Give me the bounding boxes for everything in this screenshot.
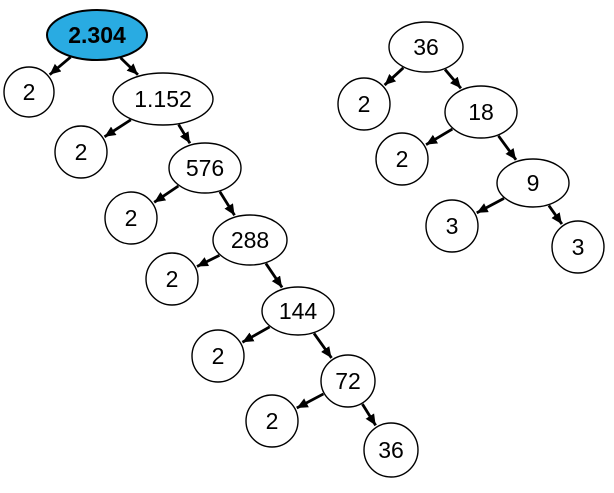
node-ellipse	[145, 252, 199, 306]
node-label: 2	[75, 139, 88, 165]
tree-node-t1-72: 72	[320, 354, 376, 408]
node-ellipse	[425, 199, 479, 253]
node-ellipse	[496, 158, 570, 208]
node-ellipse	[388, 21, 464, 73]
node-label: 3	[572, 234, 585, 260]
node-ellipse	[46, 9, 148, 61]
tree-node-t1-2a: 2	[3, 66, 55, 118]
factor-tree-36: 36 2 18 2 9 3 3	[337, 21, 605, 274]
tree-edge-t1-576-t1-2c	[153, 184, 180, 204]
tree-node-t2-18: 18	[444, 85, 518, 139]
tree-node-t1-1152: 1.152	[112, 72, 214, 126]
tree-node-t2-2b: 2	[375, 132, 429, 186]
tree-node-t1-144: 144	[261, 286, 335, 336]
node-ellipse	[212, 214, 288, 266]
tree-edge-t1-72-t1-2f	[296, 392, 325, 410]
node-label: 2.304	[68, 22, 126, 48]
tree-node-t2-2a: 2	[337, 77, 391, 131]
node-label: 9	[527, 170, 540, 196]
tree-node-t1-2d: 2	[145, 252, 199, 306]
tree-edge-t1-72-t1-36	[361, 403, 377, 427]
node-label: 2	[125, 205, 138, 231]
tree-node-t1-2304: 2.304	[46, 9, 148, 61]
node-label: 3	[446, 213, 459, 239]
node-ellipse	[54, 125, 108, 179]
node-ellipse	[337, 77, 391, 131]
tree-edge-t1-144-t1-72	[312, 332, 333, 359]
node-label: 1.152	[134, 86, 192, 112]
node-label: 2	[396, 146, 409, 172]
node-ellipse	[551, 220, 605, 274]
tree-node-t2-36: 36	[388, 21, 464, 73]
tree-node-t2-3b: 3	[551, 220, 605, 274]
tree-node-t2-9: 9	[496, 158, 570, 208]
tree-node-t1-288: 288	[212, 214, 288, 266]
node-label: 288	[231, 227, 269, 253]
tree-edge-t2-9-t2-3a	[476, 197, 505, 215]
tree-edge-t1-144-t1-2e	[241, 325, 271, 344]
factor-tree-2304: 2.304 2 1.152 2 576 2 288 2 144 2 72 2 36	[3, 9, 419, 478]
node-label: 2	[212, 343, 225, 369]
node-label: 2	[266, 408, 279, 434]
tree-edge-t1-1152-t1-2b	[103, 118, 132, 138]
tree-node-t1-2c: 2	[104, 191, 158, 245]
node-label: 72	[335, 368, 361, 394]
node-label: 2	[23, 79, 36, 105]
node-ellipse	[3, 66, 55, 118]
node-ellipse	[245, 394, 299, 448]
node-ellipse	[191, 329, 245, 383]
tree-edge-t2-36-t2-18	[443, 68, 463, 90]
tree-node-t1-576: 576	[168, 142, 242, 194]
node-label: 36	[378, 437, 404, 463]
node-ellipse	[320, 354, 376, 408]
tree-node-t1-2b: 2	[54, 125, 108, 179]
node-ellipse	[375, 132, 429, 186]
tree-edge-t1-288-t1-144	[264, 262, 284, 289]
tree-edge-t2-36-t2-2a	[383, 66, 405, 87]
node-label: 144	[279, 298, 318, 324]
tree-edge-t1-288-t1-2d	[196, 254, 220, 268]
node-label: 576	[186, 155, 224, 181]
tree-edge-t1-2304-t1-1152	[119, 56, 139, 76]
tree-node-t2-3a: 3	[425, 199, 479, 253]
tree-edge-t1-576-t1-288	[218, 191, 236, 217]
node-ellipse	[363, 422, 419, 478]
tree-node-t1-2e: 2	[191, 329, 245, 383]
tree-edge-t1-2304-t1-2a	[48, 56, 72, 76]
node-label: 2	[358, 91, 371, 117]
node-ellipse	[261, 286, 335, 336]
node-ellipse	[112, 72, 214, 126]
node-ellipse	[104, 191, 158, 245]
node-ellipse	[444, 85, 518, 139]
tree-edge-t2-18-t2-2b	[425, 127, 454, 146]
node-label: 36	[413, 34, 439, 60]
tree-node-t1-2f: 2	[245, 394, 299, 448]
tree-edge-t2-18-t2-9	[497, 134, 518, 161]
node-label: 2	[166, 266, 179, 292]
node-ellipse	[168, 142, 242, 194]
tree-node-t1-36: 36	[363, 422, 419, 478]
node-label: 18	[468, 99, 494, 125]
tree-edge-t1-1152-t1-576	[177, 123, 192, 144]
tree-edge-t2-9-t2-3b	[547, 204, 564, 225]
